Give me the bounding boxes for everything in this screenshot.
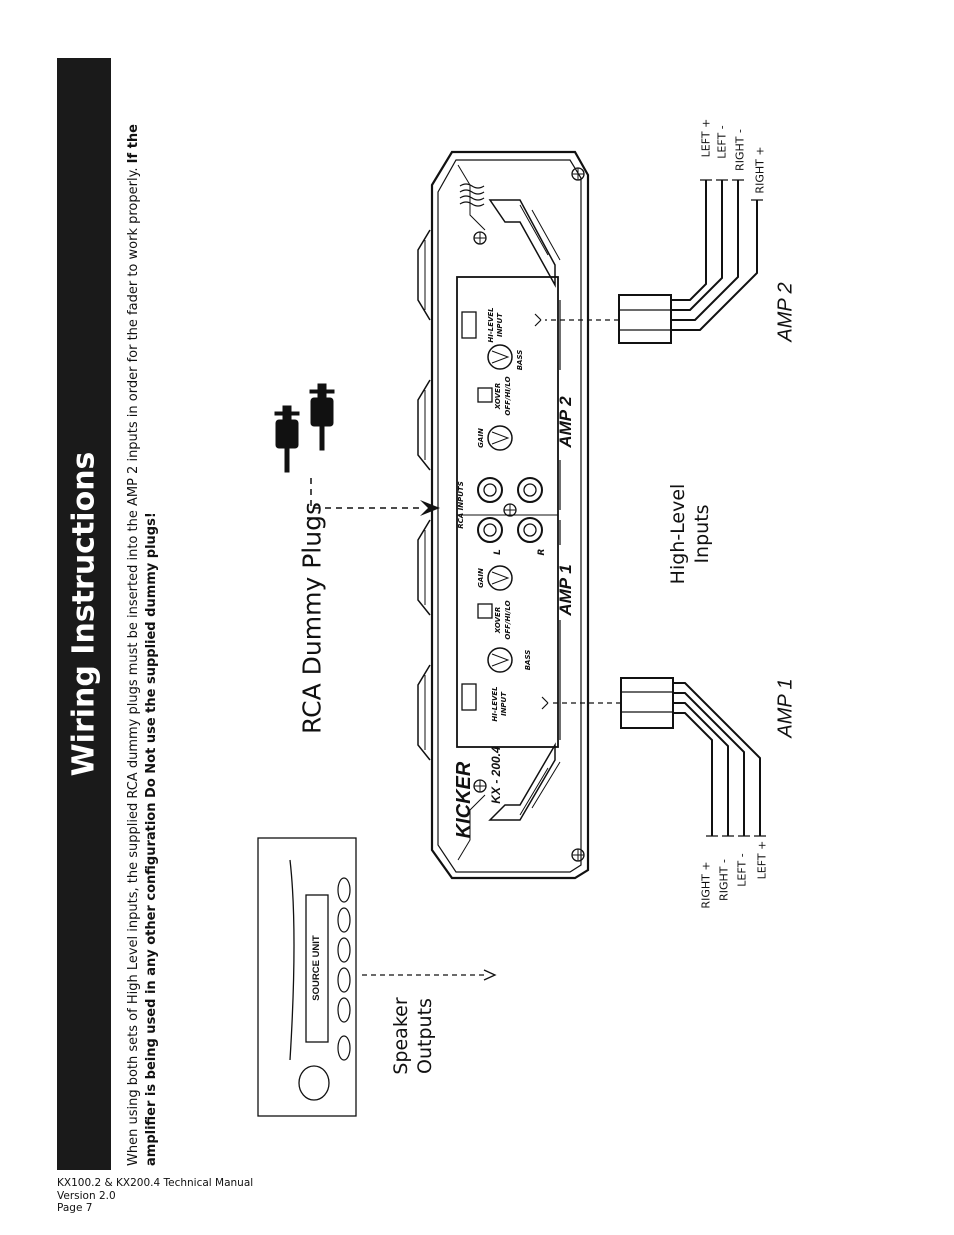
hilevel-label-amp1: HI-LEVEL [491,686,499,721]
amp1-connector [620,677,761,836]
arrow-icon [541,696,549,710]
amplifier [417,150,590,880]
bass-label-amp2: BASS [516,350,524,371]
amp1-wire-label: RIGHT + [699,861,713,909]
input-label-amp1: INPUT [500,691,508,716]
channel-l-label: L [493,549,503,555]
rca-jack-icon [477,477,543,543]
offhilo-label-amp1: OFF/HI/LO [504,600,512,639]
amp2-panel-label: AMP 2 [556,396,575,449]
xover-label-amp2: XOVER [494,383,502,410]
amp2-wire-label: RIGHT + [753,146,767,194]
input-label-amp2: INPUT [496,312,504,337]
hilevel-label-amp2: HI-LEVEL [487,307,495,342]
amp1-panel-label: AMP 1 [556,564,575,616]
gain-label-amp1: GAIN [477,568,485,588]
xover-label-amp1: XOVER [494,607,502,634]
footer-page: Page 7 [57,1202,93,1214]
source-unit-label: SOURCE UNIT [311,935,322,1001]
speaker-outputs-label-line1: Speaker [390,997,412,1075]
high-level-label-line1: High-Level [667,483,689,585]
amp1-wire-label: LEFT - [735,853,749,887]
amp2-connector [618,180,758,344]
screw-icon [473,167,585,862]
title-bar [57,58,111,1170]
rca-dummy-plugs-label: RCA Dummy Plugs [297,502,327,734]
amp2-wire-label: LEFT + [699,118,713,158]
amp2-wire-label: RIGHT - [733,129,747,171]
arrow-icon [534,313,542,327]
amp1-wire-label: RIGHT - [717,859,731,901]
footer-version: Version 2.0 [57,1189,116,1202]
knob-icon [487,344,513,673]
high-level-label-line2: Inputs [691,504,713,564]
offhilo-label-amp2: OFF/HI/LO [504,376,512,415]
amp2-wire-label: LEFT - [715,125,729,159]
amp1-wire-label: LEFT + [755,840,769,880]
footer: KX100.2 & KX200.4 Technical Manual Versi… [57,1177,253,1215]
source-unit [257,837,357,1117]
footer-manual: KX100.2 & KX200.4 Technical Manual [57,1177,254,1189]
rca-plug-icon [274,383,335,473]
model-label: KX - 200.4 [489,746,503,804]
bass-label-amp1: BASS [524,650,532,671]
amp2-label: AMP 2 [774,282,797,342]
speaker-outputs-label-line2: Outputs [414,998,436,1074]
arrow-icon [483,969,497,981]
arrow-icon [420,500,440,516]
gain-label-amp2: GAIN [477,428,485,448]
amp1-label: AMP 1 [774,678,797,738]
amplifier-labels: AMP 2 AMP 1 GAIN GAIN XOVER OFF/HI/LO XO… [453,307,575,838]
rca-inputs-label: RCA INPUTS [457,481,465,528]
channel-r-label: R [537,548,547,555]
brand-logo: KICKER [453,761,475,838]
